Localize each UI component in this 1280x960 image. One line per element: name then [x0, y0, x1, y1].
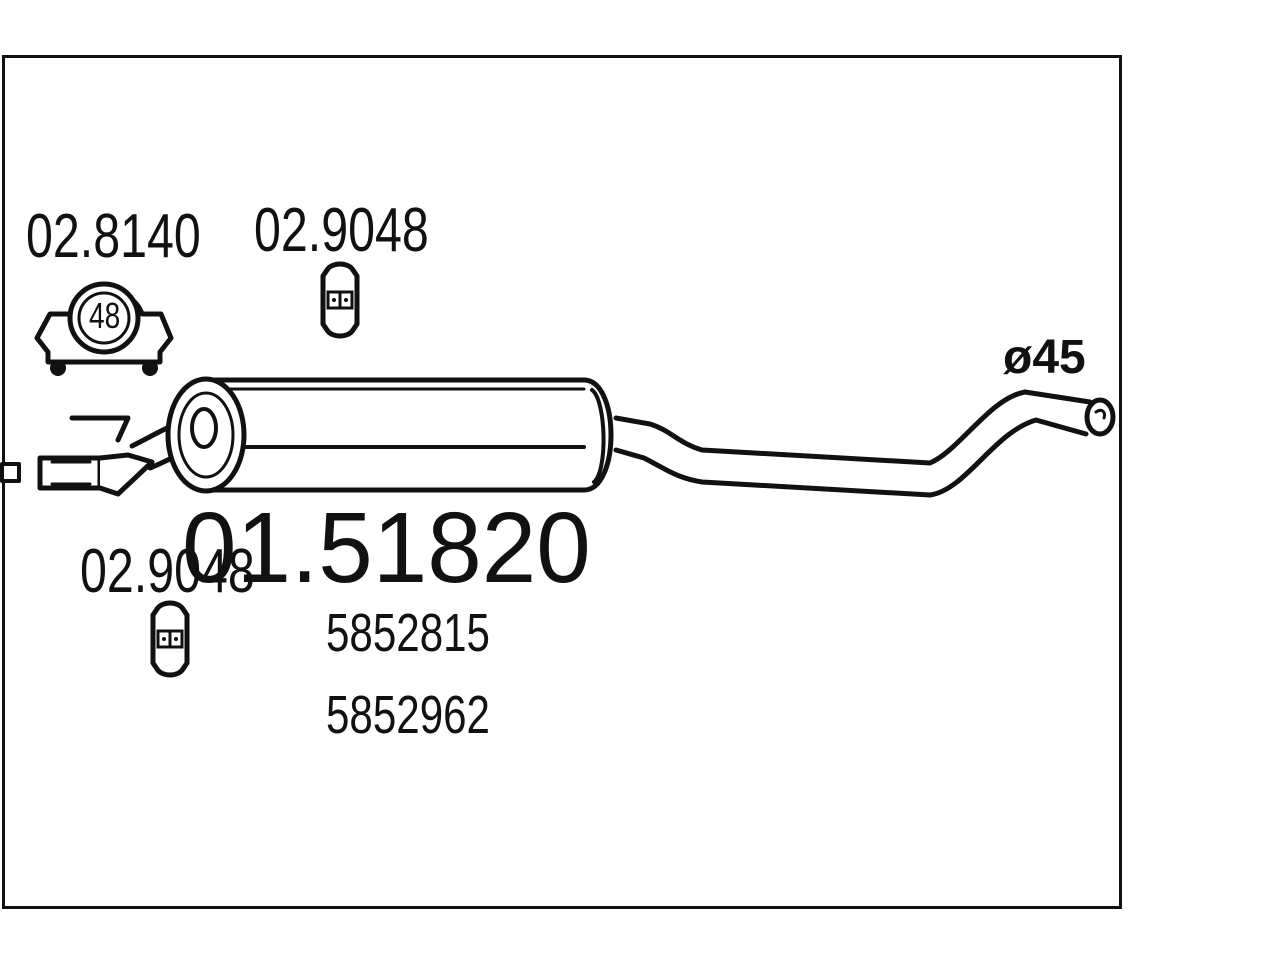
rubber-hanger-icon — [323, 264, 357, 336]
rubber-hanger-icon — [153, 603, 187, 675]
accessory-part-number: 02.9048 — [254, 196, 429, 265]
exhaust-system-drawing — [0, 376, 1116, 498]
accessory-part-number: 02.8140 — [26, 202, 201, 271]
main-part-number: 01.51820 — [182, 492, 591, 604]
oem-number: 5852815 — [326, 603, 490, 663]
accessory-part-number: 02.9048 — [80, 537, 255, 606]
oem-number: 5852962 — [326, 685, 490, 745]
exhaust-clamp-icon — [34, 281, 174, 376]
clamp-size-label: 48 — [89, 295, 121, 336]
outlet-diameter-label: ø45 — [1003, 331, 1086, 384]
